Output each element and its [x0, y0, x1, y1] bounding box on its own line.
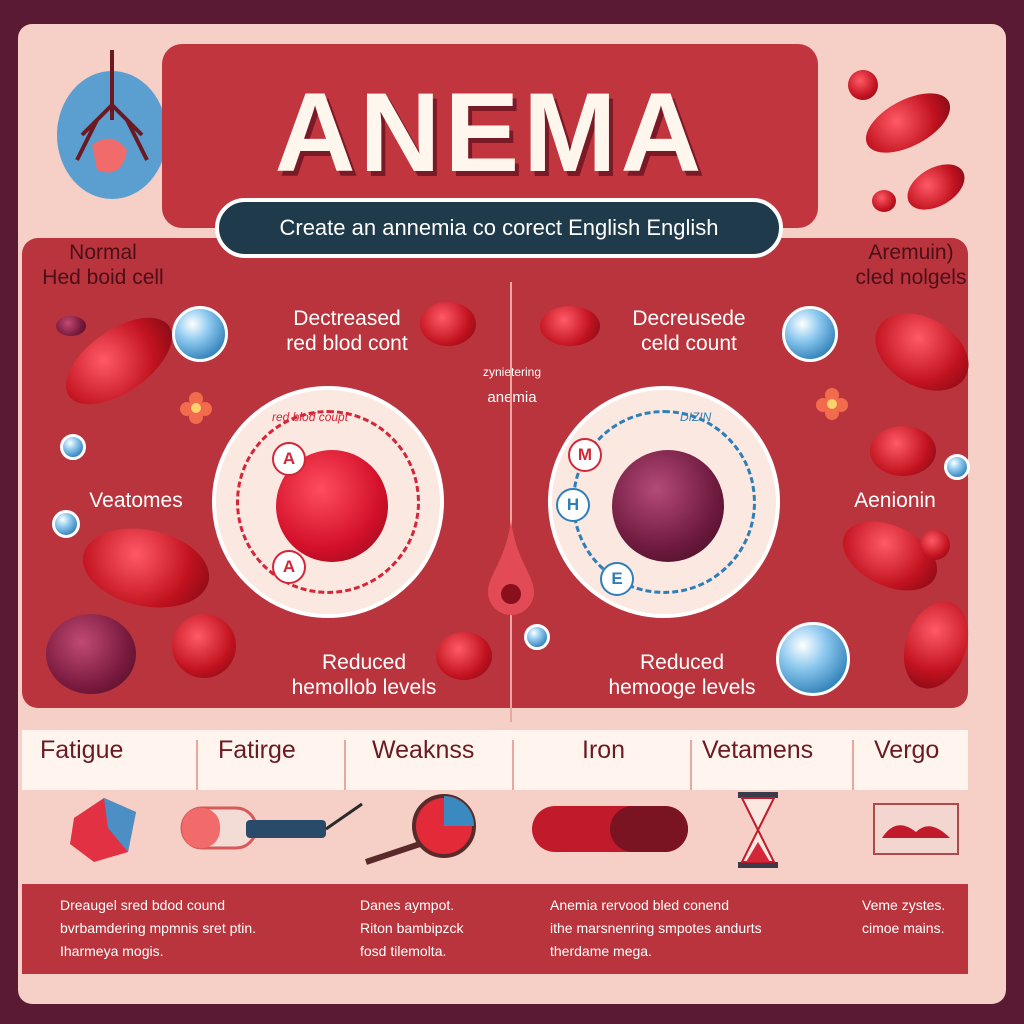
- blood-cell-icon: [46, 614, 136, 694]
- pill-syringe-icon: [180, 802, 363, 850]
- left-badge-bottom: A: [272, 550, 306, 584]
- bubble: [52, 510, 80, 538]
- left-diagram-ring: [236, 410, 420, 594]
- column-title-4: Iron: [582, 736, 626, 764]
- note-1: Dreaugel sred bdod cound bvrbamdering mp…: [60, 897, 257, 959]
- flower-icon: [180, 392, 212, 424]
- right-badge-top: M: [568, 438, 602, 472]
- reduced-left-label: Reduced hemollob levels: [291, 651, 437, 699]
- magnifier-icon: [365, 794, 476, 865]
- note-3: Anemia rervood bled conend ithe marsnenr…: [550, 897, 762, 959]
- bubble: [776, 622, 850, 696]
- right-arc-label: DIZIN: [680, 410, 712, 424]
- column-title-5: Vetamens: [702, 736, 814, 764]
- reduced-right-label: Reduced hemooge levels: [608, 651, 756, 699]
- right-badge-mid: H: [556, 488, 590, 522]
- left-badge-top: A: [272, 442, 306, 476]
- page-title: ANEMA: [274, 70, 706, 195]
- blood-cell-icon: [420, 302, 476, 346]
- anemic-cell-core: [612, 450, 724, 562]
- cube-icon: [70, 798, 136, 862]
- column-title-3: Weaknss: [372, 736, 475, 764]
- blood-cell-icon: [172, 614, 236, 678]
- right-mid-label: Aenionin: [854, 489, 936, 512]
- blood-cell-icon: [872, 190, 896, 212]
- symptoms-header-row: [22, 730, 968, 790]
- right-badge-bottom: E: [600, 562, 634, 596]
- title-band: ANEMA: [162, 44, 818, 228]
- center-divider: [510, 282, 512, 722]
- blood-cell-icon: [920, 530, 950, 560]
- flower-icon: [816, 388, 848, 420]
- top-right-label: Aremuin) cled nolgels: [855, 241, 967, 289]
- bubble: [172, 306, 228, 362]
- bubble: [782, 306, 838, 362]
- blood-drop-icon: [488, 520, 534, 615]
- column-title-1: Fatigue: [40, 736, 124, 764]
- tissue-sample-icon: [873, 803, 959, 855]
- bubble: [944, 454, 970, 480]
- blood-cell-icon: [436, 632, 492, 680]
- hourglass-icon: [738, 792, 778, 868]
- capsule-icon: [532, 806, 688, 852]
- column-title-6: Vergo: [874, 736, 940, 764]
- decreased-left-label: Dectreased red blod cont: [286, 307, 408, 355]
- column-title-2: Fatirge: [218, 736, 296, 764]
- subtitle-text: Create an annemia co corect English Engl…: [279, 215, 719, 240]
- bubble: [60, 434, 86, 460]
- vitamins-left-label: Veatomes: [89, 489, 183, 512]
- right-cell-diagram: DIZIN M H E: [548, 386, 780, 618]
- decreased-right-label: Decreusede celd count: [632, 307, 746, 355]
- left-arc-label: red blod coupt: [272, 410, 349, 424]
- subtitle-pill: Create an annemia co corect English Engl…: [215, 198, 783, 258]
- normal-cell-label: Normal Hed boid cell: [42, 241, 164, 289]
- blood-cell-icon: [870, 426, 936, 476]
- blood-cell-icon: [848, 70, 878, 100]
- lung-icon: [57, 50, 167, 199]
- bubble: [524, 624, 550, 650]
- note-4: Veme zystes. cimoe mains.: [862, 897, 946, 936]
- symptom-icons-row: [22, 790, 968, 882]
- left-cell-diagram: red blod coupt A A: [212, 386, 444, 618]
- blood-cell-icon: [540, 306, 600, 346]
- note-2: Danes aympot. Riton bambipzck fosd tilem…: [360, 897, 464, 959]
- blood-cell-icon: [56, 316, 86, 336]
- center-label: zynietering anemia: [482, 365, 542, 406]
- notes-band: [22, 884, 968, 974]
